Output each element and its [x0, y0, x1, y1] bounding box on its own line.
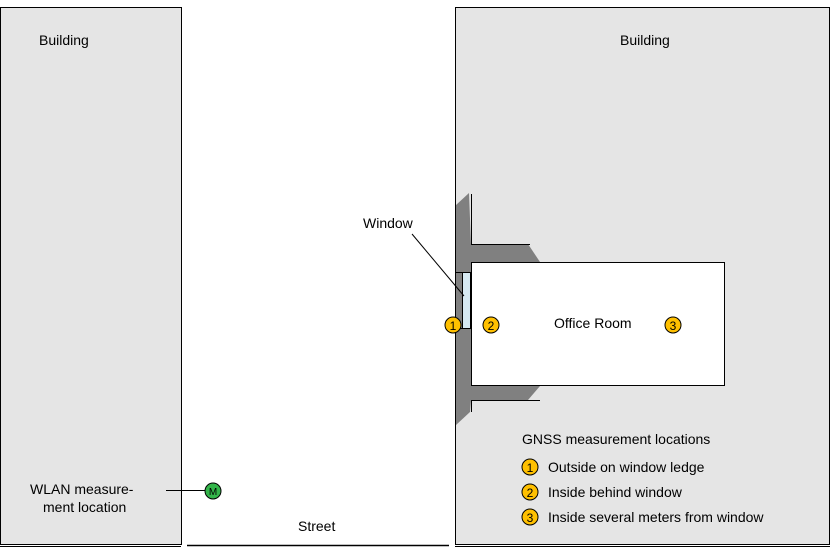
legend-marker-1-number: 1: [527, 461, 534, 475]
gnss-marker-2: 2: [482, 316, 500, 334]
gnss-marker-3-number: 3: [670, 319, 677, 333]
wlan-label-line2: ment location: [43, 499, 126, 515]
gnss-marker-2-number: 2: [488, 319, 495, 333]
legend-marker-3-number: 3: [527, 511, 534, 525]
legend-marker-3: [521, 508, 539, 526]
left-building-label: Building: [39, 32, 89, 48]
wlan-marker: M: [204, 482, 222, 500]
right-building-label: Building: [620, 32, 670, 48]
gnss-marker-1-number: 1: [450, 319, 457, 333]
wlan-label-line1: WLAN measure-: [30, 481, 134, 497]
legend-title: GNSS measurement locations: [522, 431, 710, 447]
gnss-marker-3: 3: [664, 316, 682, 334]
legend-marker-2-number: 2: [527, 486, 534, 500]
office-room-label: Office Room: [554, 315, 632, 331]
gnss-marker-1: 1: [444, 316, 462, 334]
legend-marker-2: [521, 483, 539, 501]
legend: GNSS measurement locations 1 Outside on …: [521, 431, 764, 526]
office-room: [471, 262, 725, 386]
legend-item-3: Inside several meters from window: [548, 509, 764, 525]
window-leader-line: [411, 233, 465, 297]
legend-item-1: Outside on window ledge: [548, 459, 705, 475]
wlan-marker-letter: M: [209, 487, 217, 498]
signal-shadow: [456, 193, 540, 425]
street-label: Street: [298, 518, 335, 534]
window-pane: [462, 272, 471, 329]
legend-item-2: Inside behind window: [548, 484, 683, 500]
legend-marker-1: [521, 458, 539, 476]
window-label: Window: [363, 215, 414, 231]
left-building: [0, 7, 182, 545]
